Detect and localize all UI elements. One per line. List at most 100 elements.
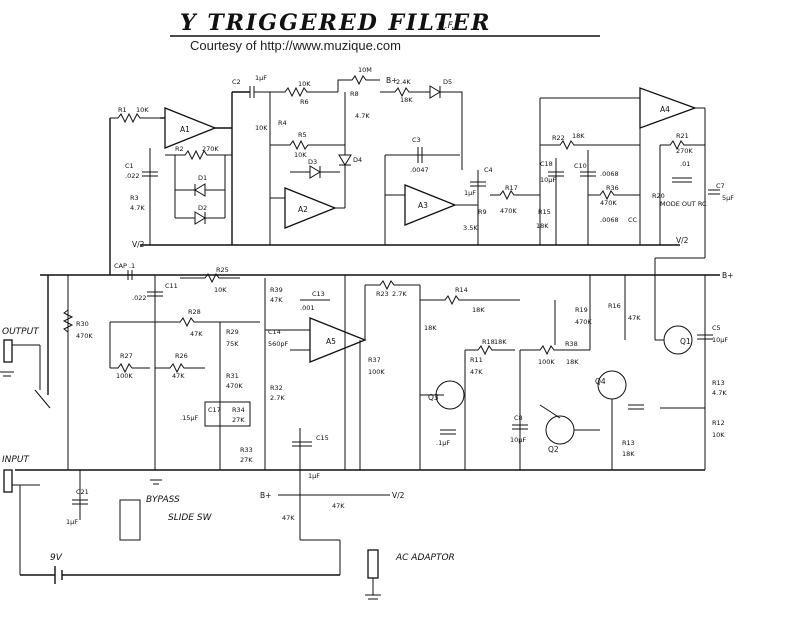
c18-label: C18	[540, 160, 553, 168]
r1-label: R1	[118, 106, 127, 114]
diode-d3	[290, 165, 340, 179]
r36-ref: R36	[606, 184, 619, 192]
d2-label: D2	[198, 204, 207, 212]
r30-value: 470K	[76, 332, 93, 340]
r22-ref: R22	[552, 134, 565, 142]
input-jack[interactable]	[3, 469, 13, 493]
bypass-label: BYPASS	[146, 495, 180, 505]
cap-in-label: CAP .1	[114, 262, 135, 270]
q2-label: Q2	[548, 445, 559, 454]
a3-label: A3	[418, 201, 428, 210]
c19-value: .01	[680, 160, 690, 168]
c4-value: 1µF	[464, 189, 476, 197]
c14-value: 560pF	[268, 340, 289, 348]
vhalf-top-label: V/2	[132, 240, 145, 249]
output-jack[interactable]	[3, 339, 13, 363]
r37-ref-mid: 100K	[538, 358, 555, 366]
switch-label: SLIDE SW	[168, 513, 213, 523]
r40-value: 2.4K	[396, 78, 411, 86]
c2-label: C2	[232, 78, 241, 86]
c14-label: C14	[268, 328, 281, 336]
r18-label-value: 18K	[494, 338, 507, 346]
c21-label: C21	[76, 488, 89, 496]
bottom-vhalf-label: V/2	[392, 491, 405, 500]
c20-value: 1µF	[308, 472, 320, 480]
author-initials: N.F.	[438, 21, 454, 31]
opamp-a2	[284, 187, 337, 229]
resistor-r22	[540, 140, 640, 151]
c21-value: 1µF	[66, 518, 78, 526]
r26-value: 47K	[172, 372, 185, 380]
r5-label: R5	[298, 131, 307, 139]
r21-ref: R21	[676, 132, 689, 140]
resistor-r18	[465, 345, 515, 356]
r2-label: R2	[175, 145, 184, 153]
d4-label: D4	[353, 156, 362, 164]
r16-ref: R16	[608, 302, 621, 310]
c4-label: C4	[484, 166, 493, 174]
opamp-a1	[164, 107, 217, 149]
r13-right-ref: R13	[712, 379, 725, 387]
c9-value: .15µF	[180, 414, 198, 422]
slide-switch[interactable]	[119, 499, 141, 541]
r30-ref: R30	[76, 320, 89, 328]
schematic-title: Y TRIGGERED FILTER	[180, 10, 491, 36]
r14-value: 18K	[472, 306, 485, 314]
r8-value: 4.7K	[355, 112, 370, 120]
transistor-q2	[545, 415, 575, 445]
r25-value: 10K	[214, 286, 227, 294]
d5-label: D5	[443, 78, 452, 86]
c8-label: C8	[514, 414, 523, 422]
resistor-r17	[490, 190, 540, 201]
r15-ref: R15	[538, 208, 551, 216]
r13-value: 18K	[622, 450, 635, 458]
c3-label: C3	[412, 136, 421, 144]
c13-label: C13	[312, 290, 325, 298]
c1-value: .022	[125, 172, 139, 180]
r26-ref: R26	[175, 352, 188, 360]
opamp-a4	[639, 87, 697, 129]
resistor-r2	[165, 149, 232, 161]
r4-value: 10K	[255, 124, 268, 132]
c11-label: C11	[165, 282, 178, 290]
r7-value: 10M	[358, 66, 372, 74]
r11-ref: R11	[470, 356, 483, 364]
r9-ref: R9	[478, 208, 487, 216]
ac-adaptor-jack[interactable]	[367, 549, 379, 579]
diode-d5	[425, 85, 463, 170]
resistor-r26	[155, 363, 205, 374]
r15-bottom-value: 47K	[282, 514, 295, 522]
resistor-r38	[520, 345, 590, 356]
opamp-a5	[309, 317, 367, 363]
r31-ref: R31	[226, 372, 239, 380]
c8-value: 10µF	[510, 436, 526, 444]
r37-value: 100K	[368, 368, 385, 376]
r27-value: 100K	[116, 372, 133, 380]
r29-ref: R29	[226, 328, 239, 336]
r32-ref: R32	[270, 384, 283, 392]
c5-label: C5	[712, 324, 721, 332]
c3-value: .0047	[410, 166, 429, 174]
r12-ref: R12	[712, 419, 725, 427]
c7-label: C7	[716, 182, 725, 190]
a2-label: A2	[298, 205, 308, 214]
c10-label: C10	[574, 162, 587, 170]
r6-value: 10K	[298, 80, 311, 88]
c10-value: .0068	[600, 170, 619, 178]
r14-ref: R14	[455, 286, 468, 294]
r31-value: 470K	[226, 382, 243, 390]
r33-ref: R33	[240, 446, 253, 454]
c11-value: .022	[132, 294, 146, 302]
r17-ref: R17	[505, 184, 518, 192]
r23-ref: R23	[376, 290, 389, 298]
r8-ref: R8	[350, 90, 359, 98]
r13-right-value: 4.7K	[712, 389, 727, 397]
r21-value: 270K	[676, 147, 693, 155]
r18-value: 18K	[536, 222, 549, 230]
r24-value: 18K	[424, 324, 437, 332]
bypass-switch-output[interactable]	[34, 389, 51, 409]
r25-ref: R25	[216, 266, 229, 274]
r23-value: 2.7K	[392, 290, 407, 298]
r38-ref: R38	[565, 340, 578, 348]
r33-value: 27K	[240, 456, 253, 464]
